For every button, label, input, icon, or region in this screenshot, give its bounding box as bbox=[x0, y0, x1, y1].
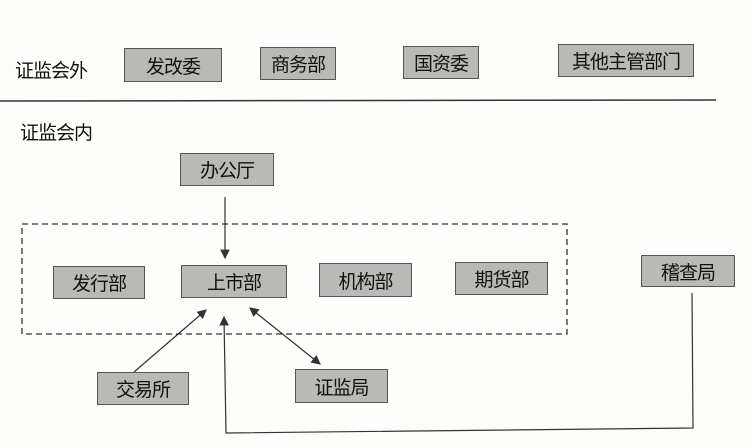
section-divider bbox=[0, 99, 717, 102]
inside-csrc-label: 证监会内 bbox=[20, 122, 93, 144]
box-mofcom: 商务部 bbox=[260, 47, 336, 80]
arrow-inspection-to-listing bbox=[219, 292, 694, 434]
box-ndrc: 发改委 bbox=[124, 48, 222, 82]
double-arrow-listing-bureau bbox=[249, 307, 321, 365]
box-institution-dept: 机构部 bbox=[319, 263, 412, 297]
box-stock-exchange: 交易所 bbox=[97, 372, 189, 405]
box-general-office: 办公厅 bbox=[180, 153, 274, 186]
dashed-department-group bbox=[21, 223, 568, 335]
box-other-authorities: 其他主管部门 bbox=[558, 44, 694, 77]
box-futures-dept: 期货部 bbox=[455, 262, 548, 295]
box-listing-dept: 上市部 bbox=[181, 265, 287, 298]
box-sasac: 国资委 bbox=[403, 46, 479, 79]
arrow-exchange-to-listing bbox=[133, 309, 207, 373]
box-regional-bureau: 证监局 bbox=[295, 369, 388, 403]
box-inspection-bureau: 稽查局 bbox=[641, 255, 735, 287]
outside-csrc-label: 证监会外 bbox=[15, 60, 88, 82]
box-issuance-dept: 发行部 bbox=[53, 266, 145, 299]
